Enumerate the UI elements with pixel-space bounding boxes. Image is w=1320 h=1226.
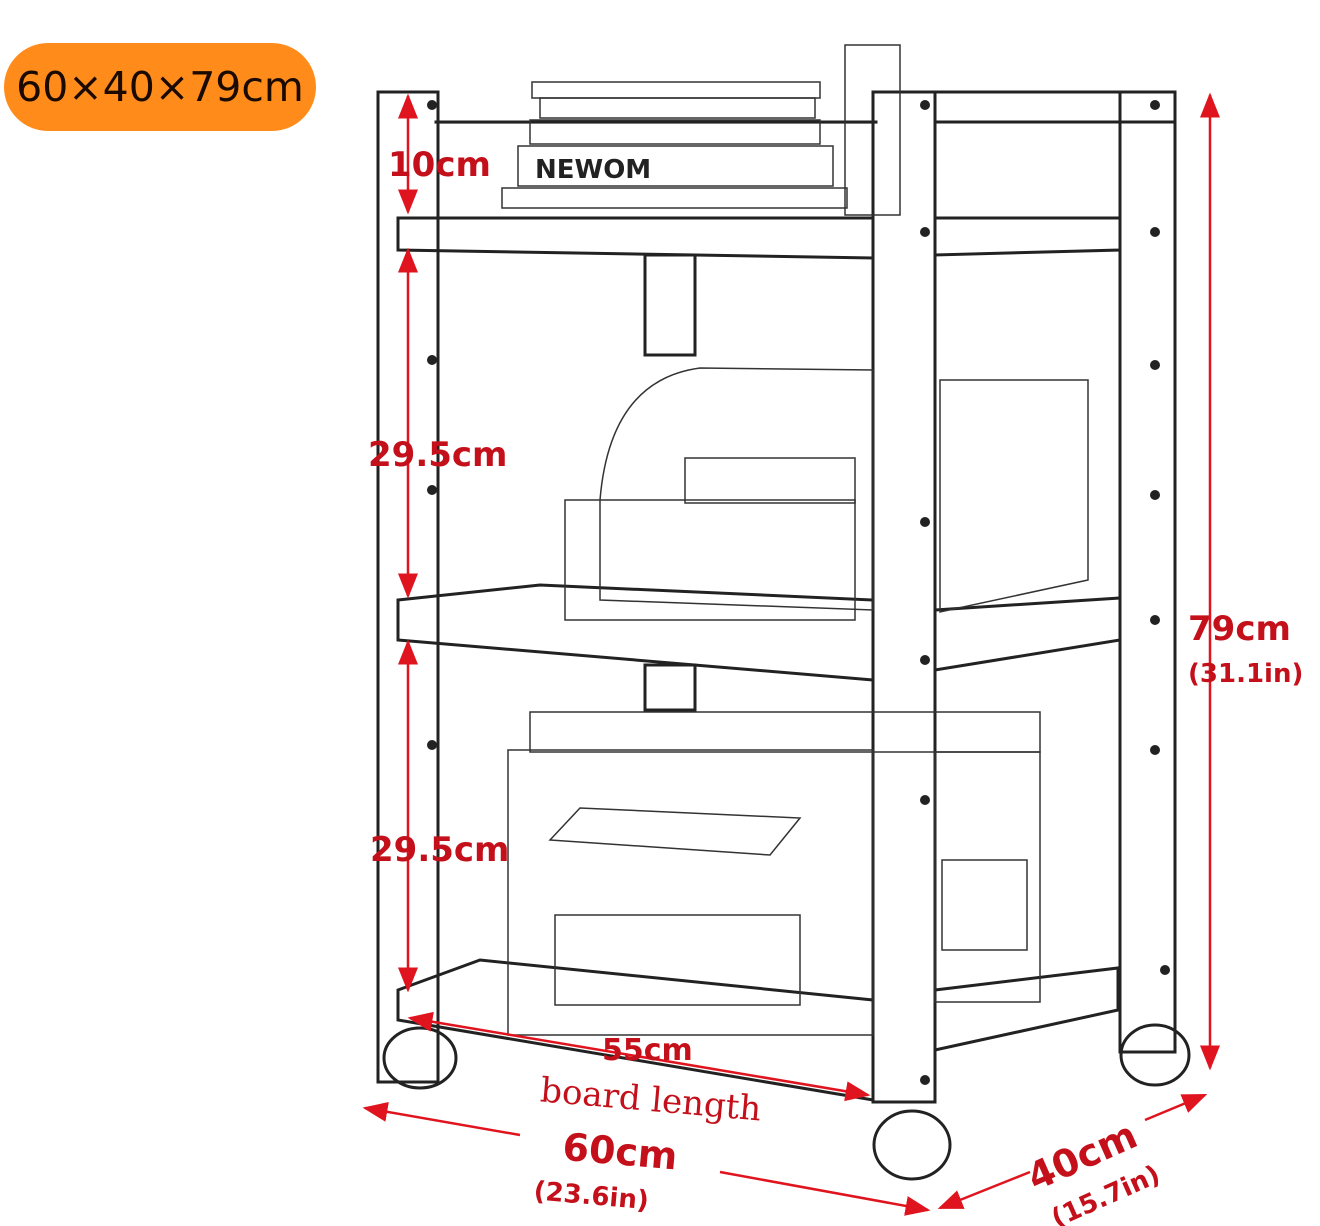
books: NEWOM (501, 44, 901, 216)
height-cm-label: 79cm (1188, 609, 1291, 649)
board-length-label: board length (539, 1070, 763, 1129)
middle-gap-label: 29.5cm (368, 435, 507, 475)
middle-shelf (396, 583, 875, 682)
board-length-value: 55cm (602, 1033, 693, 1068)
bottom-shelf (396, 958, 875, 1102)
laser-printer (507, 711, 1041, 1036)
top-shelf (396, 216, 875, 260)
dimension-arrows (362, 92, 1220, 1216)
small-printer (564, 367, 1089, 621)
bottom-gap-label: 29.5cm (370, 830, 509, 870)
cart-frame (376, 90, 1191, 1181)
width-in-label: (23.6in) (532, 1176, 650, 1216)
book-spine-text: NEWOM (535, 155, 651, 185)
top-gap-label: 10cm (388, 145, 491, 185)
size-badge: 60×40×79cm (4, 43, 316, 131)
height-in-label: (31.1in) (1188, 659, 1303, 689)
width-cm-label: 60cm (561, 1125, 679, 1179)
